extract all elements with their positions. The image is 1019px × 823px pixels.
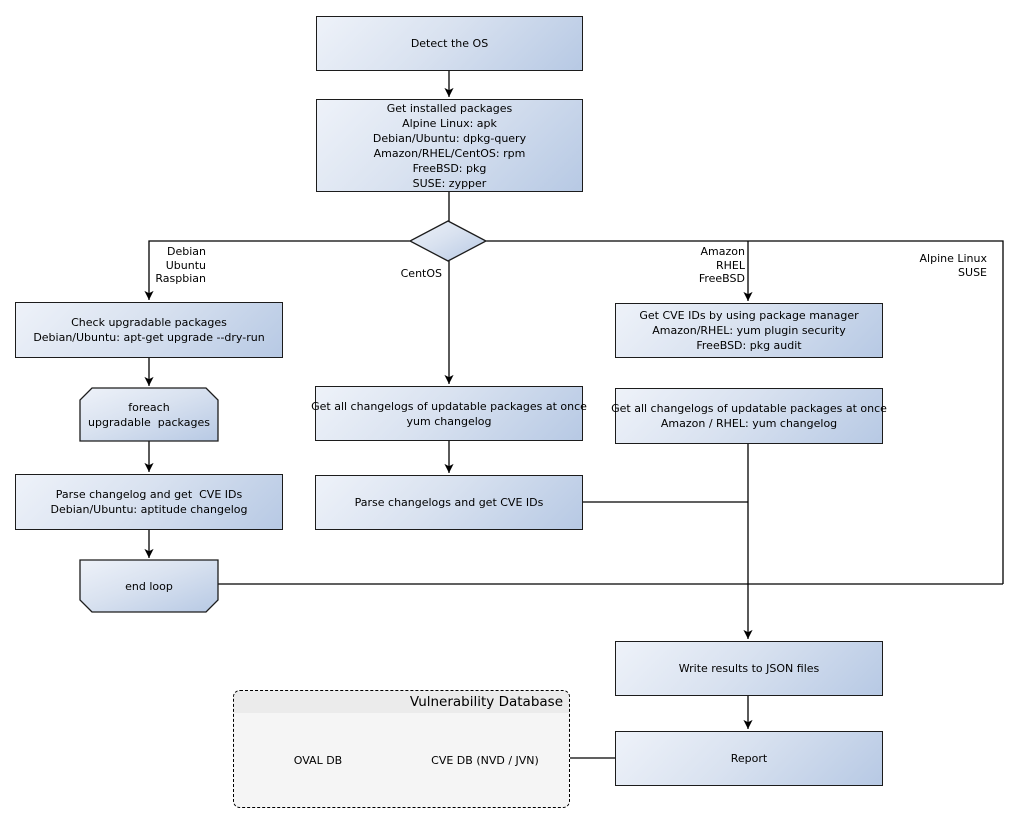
os-decision-diamond <box>408 220 488 262</box>
node-get-changelogs-amazon-rhel: Get all changelogs of updatable packages… <box>611 388 887 444</box>
connector-branch-debian <box>144 240 410 300</box>
node-get-changelogs-centos: Get all changelogs of updatable packages… <box>311 386 587 441</box>
node-get-cve-ids-package-manager: Get CVE IDs by using package manager Ama… <box>615 303 883 358</box>
edge-label-alpine-branch: Alpine Linux SUSE <box>919 252 988 279</box>
node-parse-changelog-debian: Parse changelog and get CVE IDs Debian/U… <box>15 474 283 530</box>
vulnerability-database-panel: Vulnerability Database <box>233 690 570 808</box>
node-report: Report <box>615 731 883 786</box>
end-loop-shape <box>79 559 219 613</box>
node-write-results-json: Write results to JSON files <box>615 641 883 696</box>
node-check-upgradable-packages: Check upgradable packages Debian/Ubuntu:… <box>15 302 283 358</box>
edge-label-centos-branch: CentOS <box>400 267 442 280</box>
edge-label-debian-branch: Debian Ubuntu Raspbian <box>155 245 206 285</box>
foreach-loop-shape <box>79 387 219 442</box>
edge-label-amazon-branch: Amazon RHEL FreeBSD <box>698 245 745 285</box>
node-detect-os: Detect the OS <box>316 16 583 71</box>
vulnerability-database-title: Vulnerability Database <box>409 694 563 710</box>
vulnerability-database-header: Vulnerability Database <box>234 691 569 713</box>
connector-branch-right-rail <box>486 240 1004 584</box>
node-get-installed-packages: Get installed packages Alpine Linux: apk… <box>316 99 583 192</box>
node-parse-changelogs-centos: Parse changelogs and get CVE IDs <box>315 475 583 530</box>
